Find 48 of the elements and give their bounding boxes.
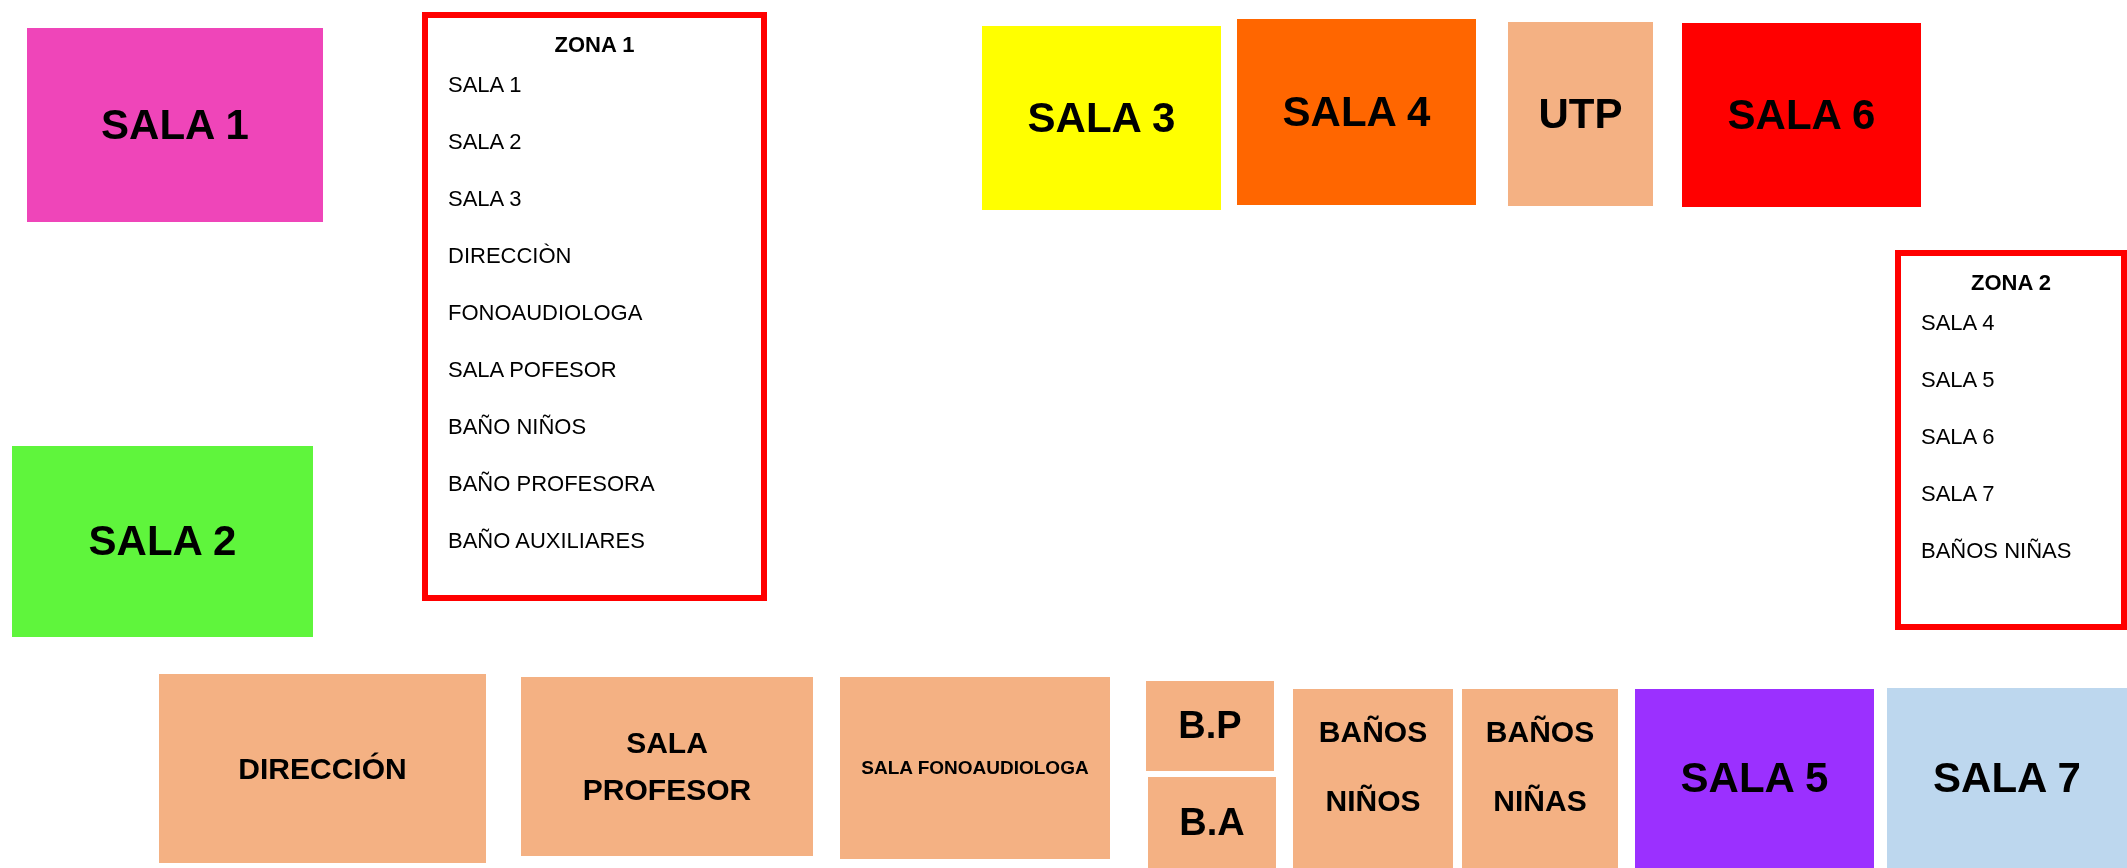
zone-list-item: SALA 7 [1921,481,1995,507]
zone-list-panel [422,12,767,601]
room-label: BAÑOS NIÑOS [1317,714,1429,819]
room-block [1146,681,1274,771]
zone-list-item: SALA 1 [448,72,522,98]
room-block [1682,23,1921,207]
room-block [1635,689,1874,868]
room-block [27,28,323,222]
room-block [12,446,313,637]
room-block [840,677,1110,859]
room-block [1462,689,1618,868]
zone-list-item: BAÑO AUXILIARES [448,528,645,554]
zone-heading: ZONA 2 [1970,270,2052,296]
room-block [1237,19,1476,205]
room-label: SALA 5 [1680,753,1829,804]
zone-list-panel [1895,250,2127,630]
room-label: B.P [1178,703,1242,749]
room-label: SALA FONOAUDIOLOGA [861,755,1089,780]
zone-list-item: FONOAUDIOLOGA [448,300,643,326]
room-label: SALA PROFESOR [581,725,753,808]
room-label: SALA 2 [88,516,237,567]
room-block [159,674,486,863]
room-block [521,677,813,856]
zone-list-item: SALA 6 [1921,424,1995,450]
room-label: SALA 1 [101,99,249,150]
zone-list-item: SALA 5 [1921,367,1995,393]
zone-list-item: BAÑO PROFESORA [448,471,655,497]
room-label: UTP [1538,88,1623,139]
room-block [1148,777,1276,868]
room-label: SALA 7 [1933,752,2081,803]
zone-list-item: BAÑO NIÑOS [448,414,587,440]
room-block [1508,22,1653,206]
zone-heading: ZONA 1 [553,32,636,58]
room-label: SALA 4 [1282,86,1431,137]
zone-list-item: SALA 4 [1921,310,1995,336]
room-block [982,26,1221,210]
zone-list-item: SALA POFESOR [448,357,617,383]
zone-list-item: BAÑOS NIÑAS [1921,538,2072,564]
zone-list-item: SALA 3 [448,186,522,212]
room-label: SALA 3 [1027,92,1176,143]
room-label: SALA 6 [1727,89,1876,140]
room-label: B.A [1179,799,1245,845]
zone-list-item: SALA 2 [448,129,522,155]
room-label: BAÑOS NIÑAS [1484,714,1596,819]
room-block [1887,688,2127,868]
room-block [1293,689,1453,868]
zone-list-item: DIRECCIÒN [448,243,572,269]
room-label: DIRECCIÓN [238,750,407,787]
